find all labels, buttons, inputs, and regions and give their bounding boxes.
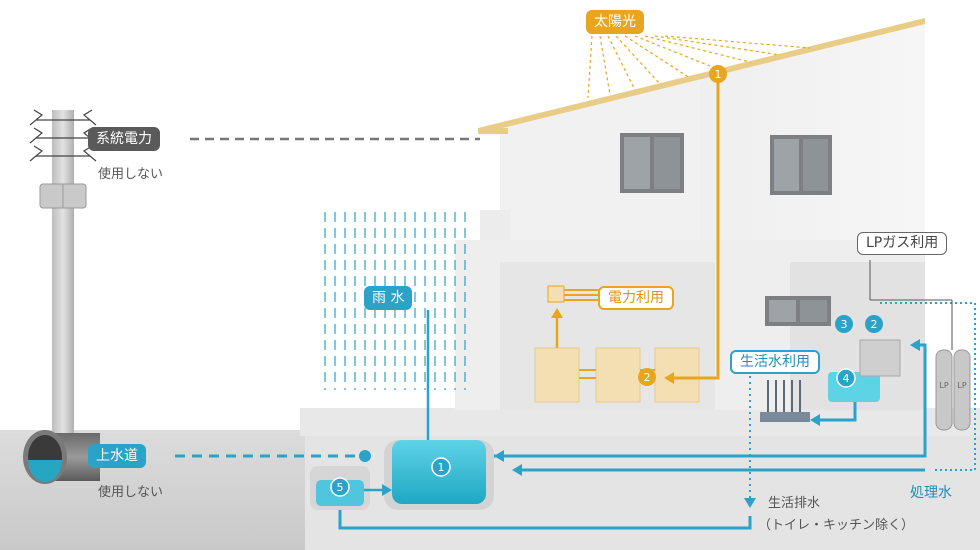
power-outlet	[547, 285, 565, 303]
rain-label: 雨 水	[364, 286, 413, 310]
marker-unit-2-label: 2	[871, 318, 878, 331]
marker-unit-3	[835, 315, 853, 333]
marker-tank-1-label: 1	[438, 461, 445, 474]
water-supply-label: 上水道	[88, 444, 146, 468]
marker-unit-3-label: 3	[841, 318, 848, 331]
treated-water-frame	[880, 302, 976, 471]
window-lower	[765, 296, 831, 326]
marker-solar-1	[709, 65, 727, 83]
grid-unused-note: 使用しない	[98, 167, 164, 182]
marker-tank-5-label: 5	[337, 481, 344, 494]
pole-wires	[29, 109, 97, 162]
marker-unit-4-label: 4	[843, 372, 850, 385]
wastewater-note: （トイレ・キッチン除く）	[758, 518, 915, 533]
roof	[478, 18, 925, 134]
marker-battery-2	[638, 368, 656, 386]
marker-unit-2	[865, 315, 883, 333]
grid-power-label: 系統電力	[88, 127, 160, 151]
battery-unit-3	[654, 347, 700, 403]
water-unused-note: 使用しない	[98, 485, 164, 500]
battery-unit-2	[595, 347, 641, 403]
foundation	[300, 408, 980, 436]
lp-gas-cylinders	[935, 349, 971, 431]
treatment-box	[859, 339, 901, 377]
window-right	[770, 135, 832, 195]
marker-tank-1	[431, 457, 451, 477]
wastewater-label: 生活排水	[768, 496, 821, 511]
cylinder-label-left: LP	[939, 381, 948, 390]
marker-unit-4	[836, 368, 856, 388]
lp-gas-label: LPガス利用	[857, 232, 948, 255]
cylinder-label-right: LP	[957, 381, 966, 390]
marker-battery-2-label: 2	[644, 371, 651, 384]
utility-pole	[52, 110, 74, 440]
sun-rays	[587, 35, 811, 99]
battery-unit-1	[534, 347, 580, 403]
sunlight-label: 太陽光	[586, 10, 644, 34]
treated-water-label: 処理水	[910, 485, 952, 501]
power-use-label: 電力利用	[598, 286, 674, 310]
marker-solar-1-label: 1	[715, 68, 722, 81]
window-left	[620, 133, 684, 193]
solar-power-line	[670, 80, 720, 380]
water-manifold	[760, 412, 810, 422]
domestic-water-label: 生活水利用	[730, 350, 820, 374]
marker-tank-5	[330, 477, 350, 497]
